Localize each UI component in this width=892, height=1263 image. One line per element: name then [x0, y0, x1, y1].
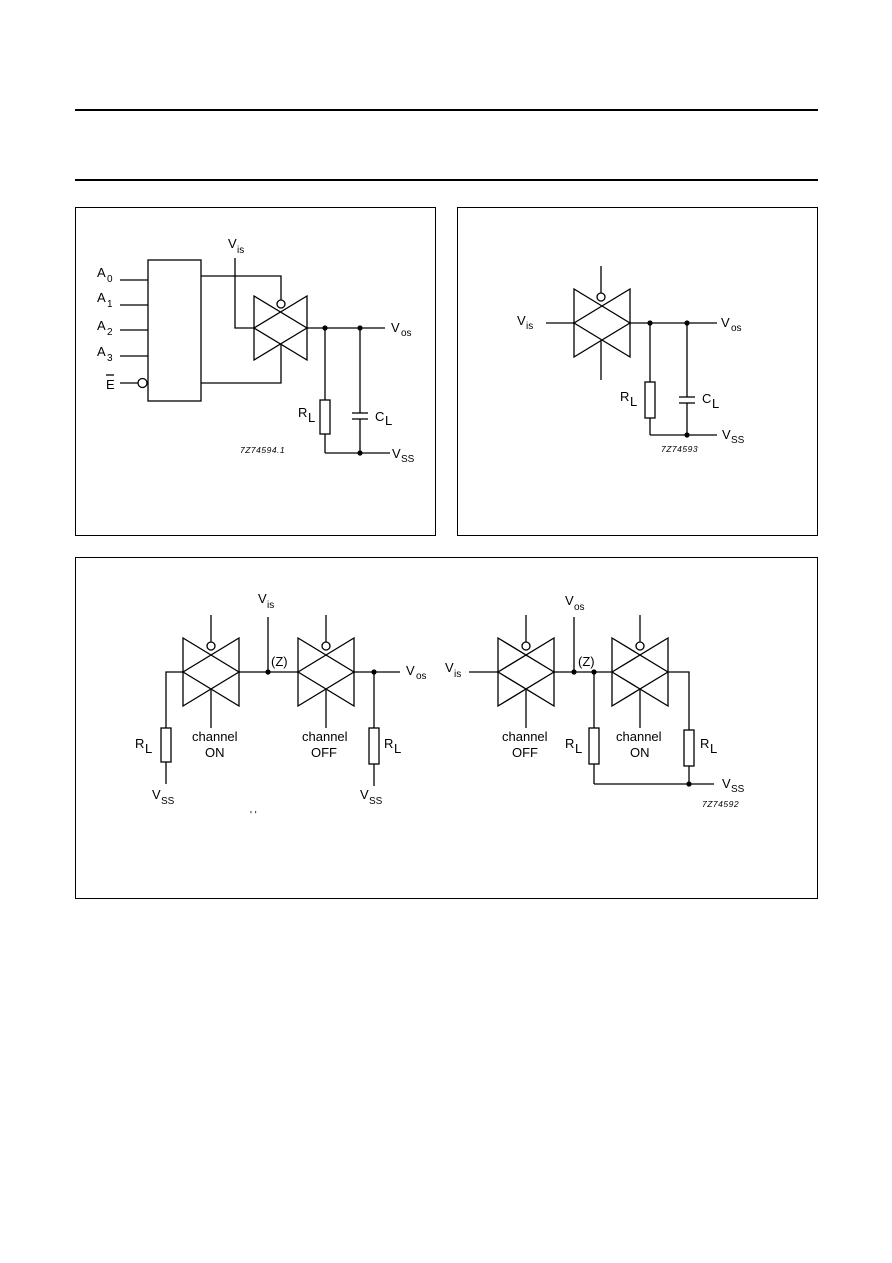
figure-3a-circuit	[160, 615, 400, 786]
label-rl-1-sub: L	[308, 410, 315, 425]
header-rule-bottom	[75, 179, 818, 181]
enable-inversion-bubble	[137, 377, 148, 389]
label-a2: A	[97, 318, 106, 333]
label-vss-1: V	[392, 446, 401, 461]
label-vss-2-sub: SS	[731, 435, 745, 446]
label-vis-1-sub: is	[237, 245, 244, 256]
transmission-gate-switch	[573, 287, 631, 359]
label-a3-sub: 3	[107, 353, 113, 364]
label-vis-3a: V	[258, 591, 267, 606]
label-vos-3b: V	[565, 593, 574, 608]
label-vis-3b: V	[445, 660, 454, 675]
label-vss-3a-2-sub: SS	[369, 796, 383, 807]
figure-2-code: 7Z74593	[661, 444, 698, 454]
label-rl-3a-2-sub: L	[394, 741, 401, 756]
label-vis-3a-sub: is	[267, 600, 274, 611]
label-vss-3b-sub: SS	[731, 784, 745, 795]
label-vss-3a-2: V	[360, 787, 369, 802]
label-vis-3b-sub: is	[454, 669, 461, 680]
stray-tick-mark: ' '	[250, 810, 257, 821]
label-on-3a: ON	[205, 745, 225, 760]
label-channel-3b-2: channel	[616, 729, 662, 744]
label-vss-2: V	[722, 427, 731, 442]
label-vss-3b: V	[722, 776, 731, 791]
label-rl-3b-1: R	[565, 736, 574, 751]
label-off-3b: OFF	[512, 745, 538, 760]
figure-2-frame	[457, 207, 818, 536]
label-z-3a: (Z)	[271, 654, 288, 669]
label-rl-3b-2: R	[700, 736, 709, 751]
load-resistor	[319, 399, 331, 435]
label-rl-2: R	[620, 389, 629, 404]
label-vss-3a-1: V	[152, 787, 161, 802]
label-vos-3a-sub: os	[416, 671, 427, 682]
label-a1: A	[97, 290, 106, 305]
label-a0: A	[97, 265, 106, 280]
label-a1-sub: 1	[107, 299, 113, 310]
label-cl-1: C	[375, 409, 384, 424]
label-vos-3a: V	[406, 663, 415, 678]
label-rl-3b-1-sub: L	[575, 741, 582, 756]
label-rl-3a-1-sub: L	[145, 741, 152, 756]
figure-3-frame	[75, 557, 818, 899]
label-a2-sub: 2	[107, 327, 113, 338]
figure-2-circuit	[546, 266, 717, 438]
figure-1-circuit	[120, 258, 390, 456]
label-cl-1-sub: L	[385, 413, 392, 428]
label-vss-3a-1-sub: SS	[161, 796, 175, 807]
figure-1-code: 7Z74594.1	[240, 445, 285, 455]
label-on-3b: ON	[630, 745, 650, 760]
label-a0-sub: 0	[107, 274, 113, 285]
label-vis-2-sub: is	[526, 321, 533, 332]
label-vos-2-sub: os	[731, 323, 742, 334]
label-rl-3b-2-sub: L	[710, 741, 717, 756]
decoder-block	[147, 259, 202, 402]
label-cl-2-sub: L	[712, 396, 719, 411]
label-z-3b: (Z)	[578, 654, 595, 669]
label-rl-2-sub: L	[630, 394, 637, 409]
label-channel-3b-1: channel	[502, 729, 548, 744]
label-rl-1: R	[298, 405, 307, 420]
label-rl-3a-1: R	[135, 736, 144, 751]
label-vss-1-sub: SS	[401, 454, 415, 465]
label-channel-3a-2: channel	[302, 729, 348, 744]
label-vos-2: V	[721, 315, 730, 330]
figure-3-code: 7Z74592	[702, 799, 739, 809]
label-channel-3a-1: channel	[192, 729, 238, 744]
label-e: E	[106, 377, 115, 392]
label-off-3a: OFF	[311, 745, 337, 760]
label-cl-2: C	[702, 391, 711, 406]
label-vis-2: V	[517, 313, 526, 328]
label-vos-1: V	[391, 320, 400, 335]
figure-3b-circuit	[469, 615, 714, 787]
figure-1-frame	[75, 207, 436, 536]
label-vos-1-sub: os	[401, 328, 412, 339]
label-vos-3b-sub: os	[574, 602, 585, 613]
load-resistor	[588, 727, 600, 765]
load-resistor	[368, 727, 380, 765]
load-resistor	[683, 729, 695, 767]
label-rl-3a-2: R	[384, 736, 393, 751]
load-resistor	[644, 381, 656, 419]
label-a3: A	[97, 344, 106, 359]
label-vis-1: V	[228, 236, 237, 251]
load-resistor	[160, 727, 172, 763]
header-rule-top	[75, 109, 818, 111]
